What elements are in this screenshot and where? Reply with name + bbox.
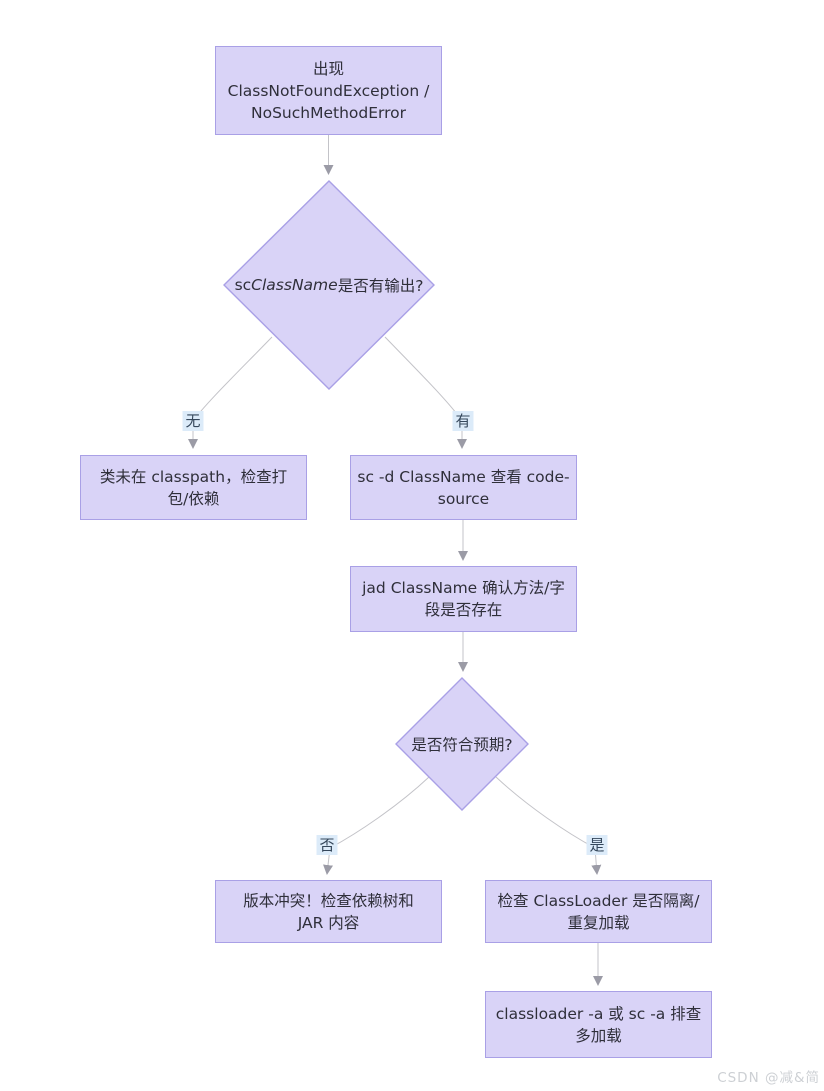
- node-not-in-classpath-line1: 类未在 classpath，检查打: [99, 467, 288, 486]
- node-start-line1: 出现: [312, 59, 344, 78]
- edge-label-no-output: 无: [182, 411, 204, 431]
- node-classloader-check-line1: 检查 ClassLoader 是否隔离/: [497, 891, 700, 910]
- node-not-in-classpath-line2: 包/依赖: [167, 489, 220, 508]
- node-start-line2: ClassNotFoundException /: [227, 81, 430, 100]
- node-jad-line1: jad ClassName 确认方法/字: [362, 579, 565, 597]
- node-classloader-a-line2: 多加载: [575, 1026, 622, 1045]
- node-sc-d-line1: sc -d ClassName 查看 code-: [357, 467, 570, 486]
- node-sc-d-line2: source: [437, 489, 490, 508]
- edge-label-expected: 是: [586, 835, 608, 855]
- node-classloader-a-line1: classloader -a 或 sc -a 排查: [495, 1004, 702, 1023]
- node-classloader-check-line2: 重复加载: [567, 913, 630, 932]
- csdn-watermark: CSDN @减&简: [717, 1070, 820, 1086]
- edge-label-not-expected: 否: [316, 835, 338, 855]
- decision-check-sc-suffix: 是否有输出?: [337, 277, 424, 295]
- node-start: 出现 ClassNotFoundException / NoSuchMethod…: [215, 46, 442, 135]
- edge-label-has-output: 有: [452, 411, 474, 431]
- decision-check-sc-diamond: [223, 180, 435, 390]
- decision-check-sc-classname: ClassName: [251, 276, 338, 294]
- decision-check-sc-label: sc ClassName 是否有输出?: [224, 181, 434, 389]
- decision-check-sc-prefix: sc: [234, 276, 252, 294]
- decision-expect-label: 是否符合预期?: [411, 736, 513, 754]
- node-classloader-a: classloader -a 或 sc -a 排查 多加载: [485, 991, 712, 1058]
- node-jad-line2: 段是否存在: [424, 601, 503, 619]
- node-conflict-line2: JAR 内容: [297, 913, 360, 932]
- decision-expect-diamond: [395, 677, 529, 811]
- node-start-line3: NoSuchMethodError: [251, 103, 406, 122]
- node-not-in-classpath: 类未在 classpath，检查打 包/依赖: [80, 455, 307, 520]
- node-classloader-check: 检查 ClassLoader 是否隔离/ 重复加载: [485, 880, 712, 943]
- node-conflict-line1: 版本冲突！检查依赖树和: [243, 891, 414, 910]
- node-conflict: 版本冲突！检查依赖树和 JAR 内容: [215, 880, 442, 943]
- node-sc-d: sc -d ClassName 查看 code- source: [350, 455, 577, 520]
- node-jad: jad ClassName 确认方法/字 段是否存在: [350, 566, 577, 632]
